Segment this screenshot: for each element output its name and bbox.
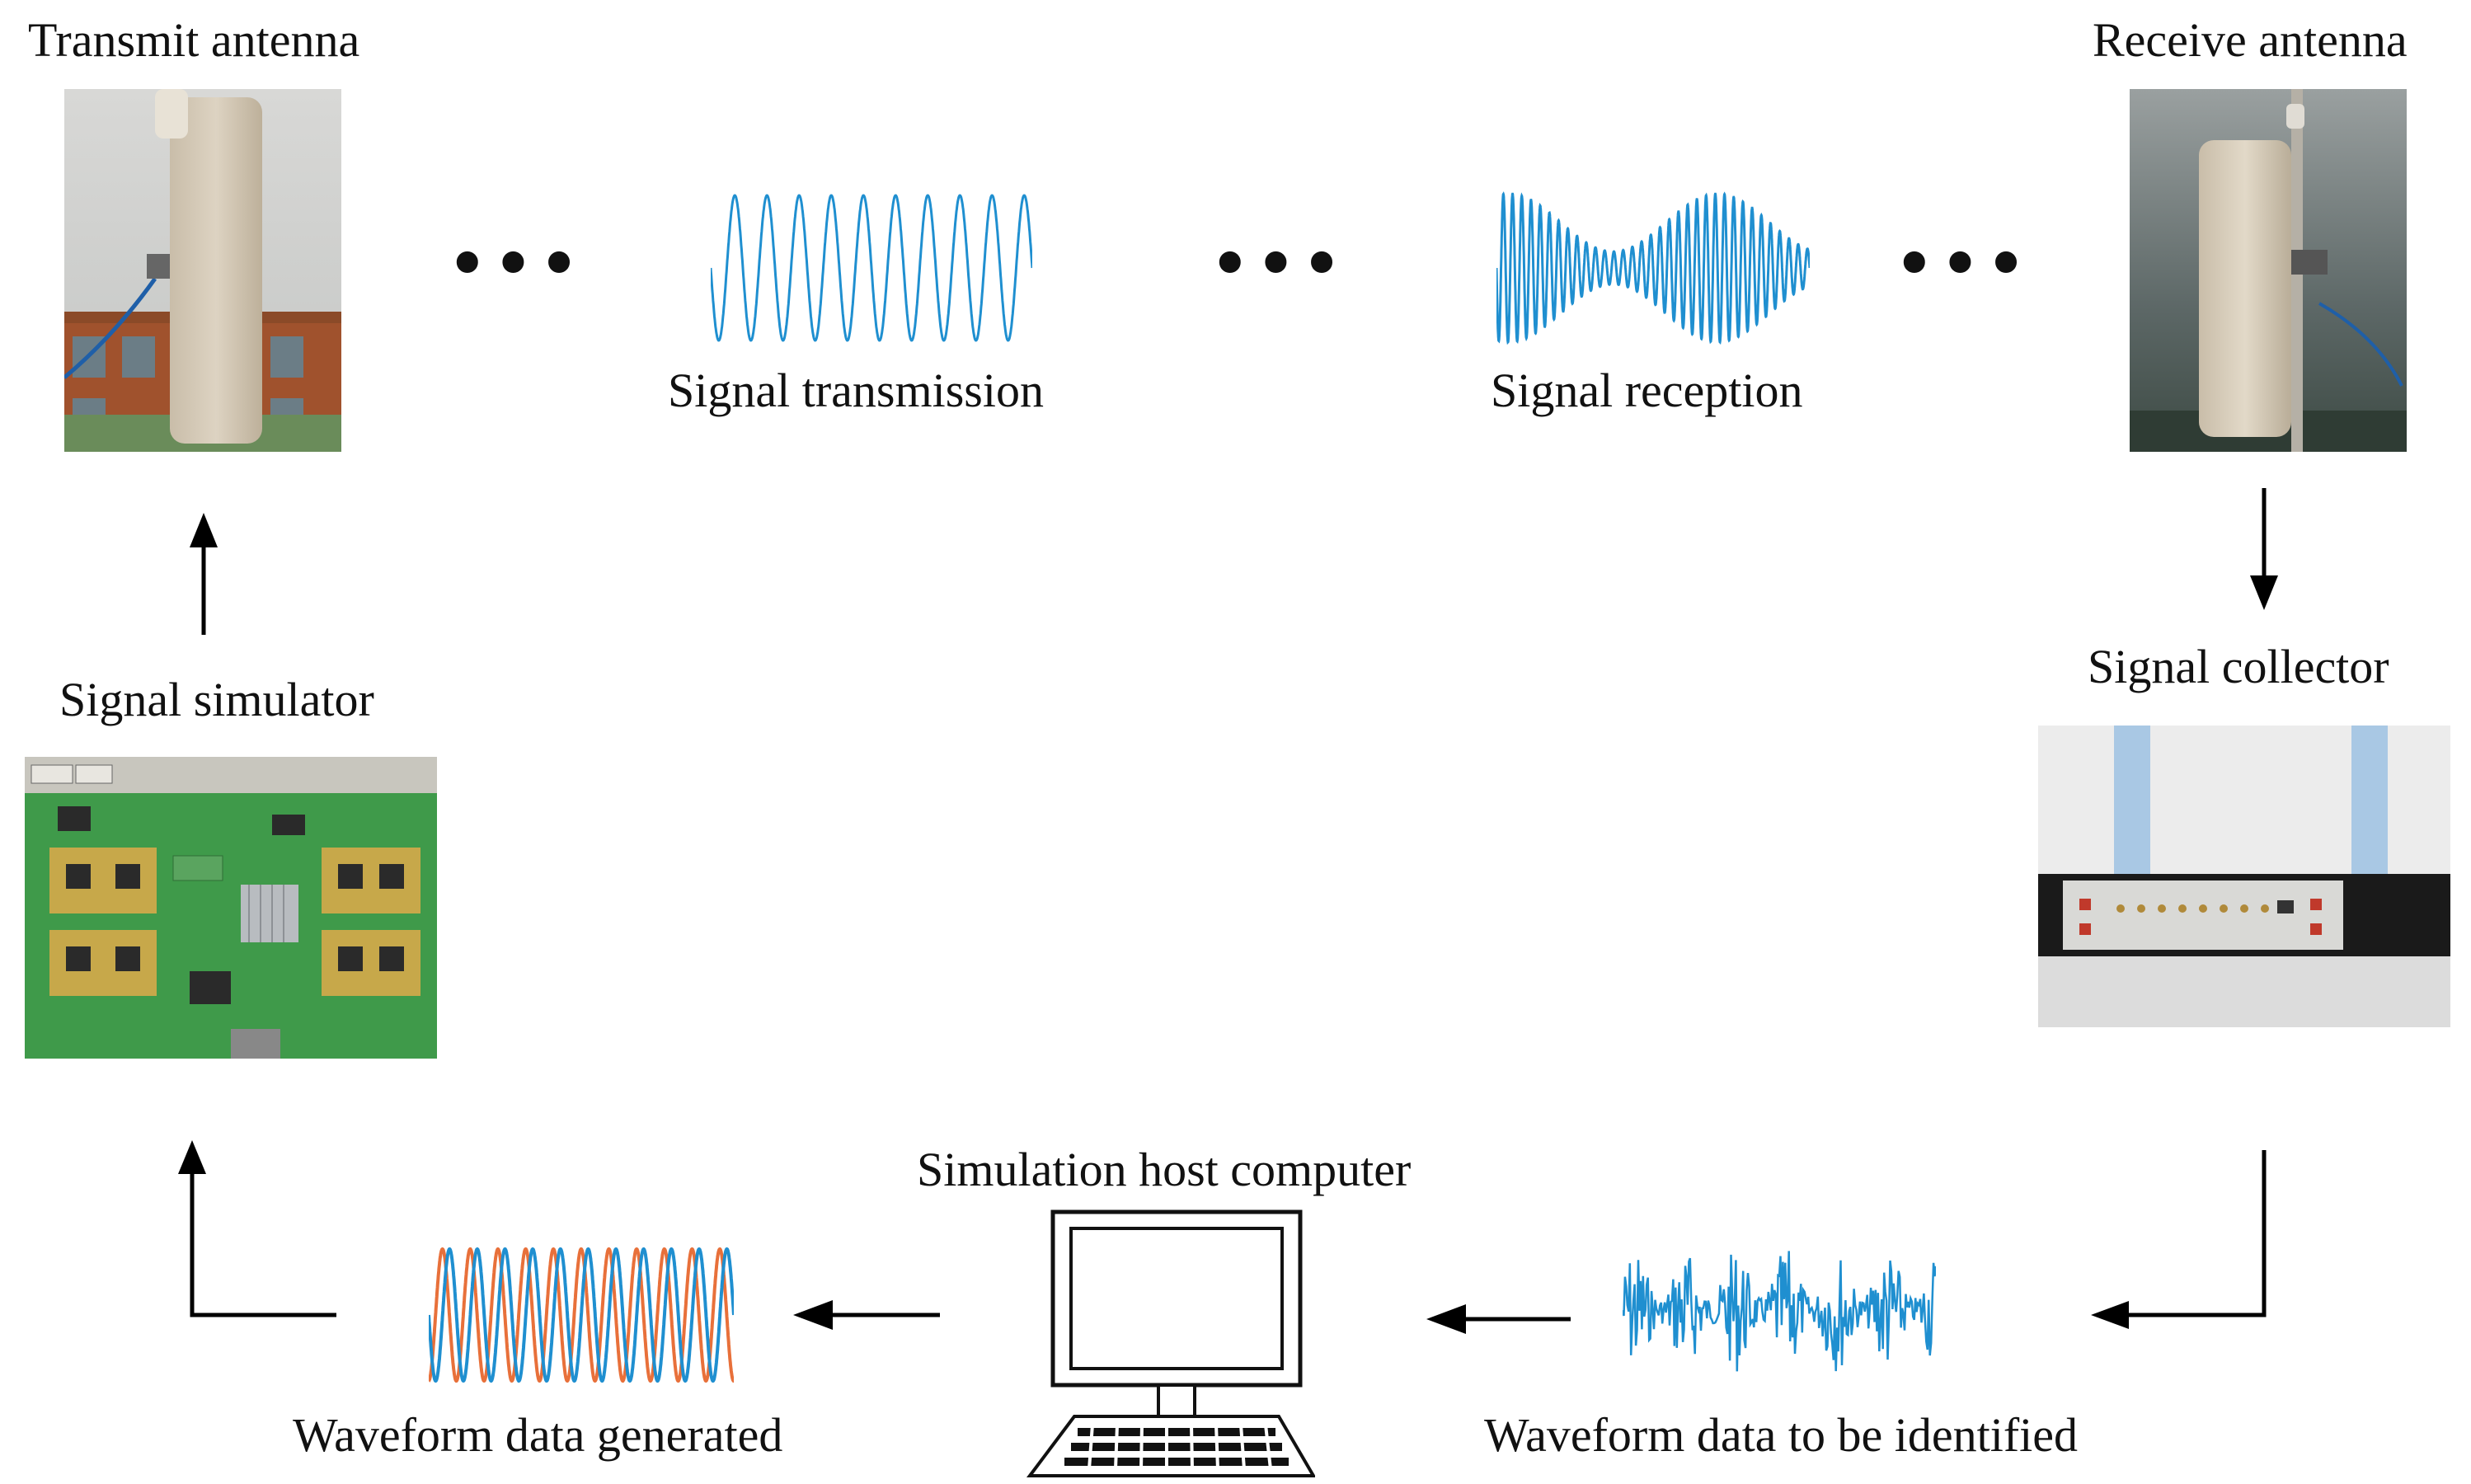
signal-transmission-waveform: [711, 194, 1032, 342]
ellipsis-1: •••: [453, 218, 591, 306]
transmit-antenna-label: Transmit antenna: [28, 13, 360, 67]
signal-collector-photo: [2038, 726, 2450, 1027]
receive-antenna-photo: [2130, 89, 2407, 452]
waveform-identified-plot: [1623, 1251, 1936, 1372]
arrow-generated-to-simulator: [190, 1171, 336, 1317]
ellipsis-3: •••: [1900, 218, 2038, 306]
arrow-collector-to-waveform: [2127, 1150, 2267, 1317]
signal-simulator-label: Signal simulator: [59, 673, 374, 726]
signal-transmission-label: Signal transmission: [668, 364, 1044, 417]
receive-antenna-label: Receive antenna: [2093, 13, 2408, 67]
waveform-generated-label: Waveform data generated: [293, 1408, 783, 1462]
ellipsis-2: •••: [1216, 218, 1354, 306]
host-computer-icon: [1026, 1209, 1315, 1477]
transmit-antenna-photo: [64, 89, 341, 452]
signal-simulator-photo: [25, 757, 437, 1059]
host-computer-label: Simulation host computer: [917, 1143, 1412, 1196]
signal-reception-label: Signal reception: [1491, 364, 1803, 417]
waveform-identified-label: Waveform data to be identified: [1484, 1408, 2079, 1462]
waveform-generated-plot: [429, 1247, 734, 1383]
signal-reception-waveform: [1496, 191, 1810, 345]
signal-collector-label: Signal collector: [2088, 640, 2389, 693]
